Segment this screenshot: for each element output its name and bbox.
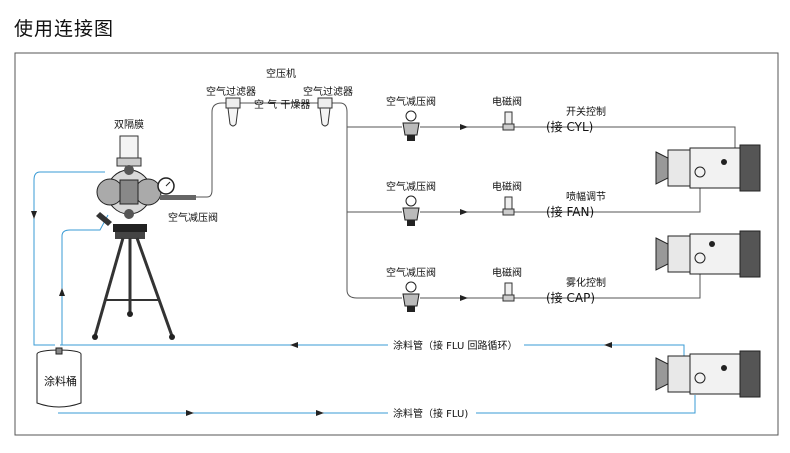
pump-regulator-label: 空气减压阀 (168, 211, 218, 224)
supply-line-label: 涂料管（接 FLU) (393, 407, 468, 420)
solenoid-2-label: 电磁阀 (492, 180, 522, 193)
air-filter-left (225, 97, 241, 127)
fluid-arrows (31, 211, 612, 416)
regulator-3-label: 空气减压阀 (386, 266, 436, 279)
function-3-label: 雾化控制 (566, 276, 606, 289)
spray-gun-3 (655, 350, 761, 398)
filter-right-label: 空气过滤器 (303, 85, 353, 98)
regulator-3 (402, 281, 420, 312)
spray-gun-2 (655, 230, 761, 278)
compressor-label: 空压机 (266, 67, 296, 80)
tripod-feet (92, 311, 175, 340)
connect-cyl-label: (接 CYL) (546, 119, 593, 134)
bucket-label: 涂料桶 (44, 374, 77, 388)
regulator-1 (402, 110, 420, 141)
solenoid-valve-3 (502, 282, 515, 302)
filter-left-label: 空气过滤器 (206, 85, 256, 98)
regulator-2 (402, 195, 420, 226)
regulator-1-label: 空气减压阀 (386, 95, 436, 108)
regulator-2-label: 空气减压阀 (386, 180, 436, 193)
diaphragm-label: 双隔膜 (114, 119, 144, 131)
tripod (93, 237, 174, 337)
solenoid-valve-1 (502, 111, 515, 131)
page-title: 使用连接图 (14, 18, 115, 40)
air-filter-right (317, 97, 333, 127)
spray-gun-1 (655, 144, 761, 192)
connect-cap-label: (接 CAP) (546, 290, 595, 305)
return-line-label: 涂料管（接 FLU 回路循环） (393, 339, 518, 352)
solenoid-valve-2 (502, 196, 515, 216)
diaphragm-pump (96, 135, 196, 239)
function-1-label: 开关控制 (566, 105, 606, 118)
paint-bucket (36, 347, 82, 408)
connect-fan-label: (接 FAN) (546, 204, 594, 219)
solenoid-3-label: 电磁阀 (492, 266, 522, 279)
function-2-label: 喷幅调节 (566, 190, 606, 203)
solenoid-1-label: 电磁阀 (492, 95, 522, 108)
diagram-frame (14, 52, 779, 436)
air-lines (196, 102, 736, 299)
air-arrows (460, 124, 468, 301)
dryer-label: 空 气 干燥器 (254, 98, 310, 111)
